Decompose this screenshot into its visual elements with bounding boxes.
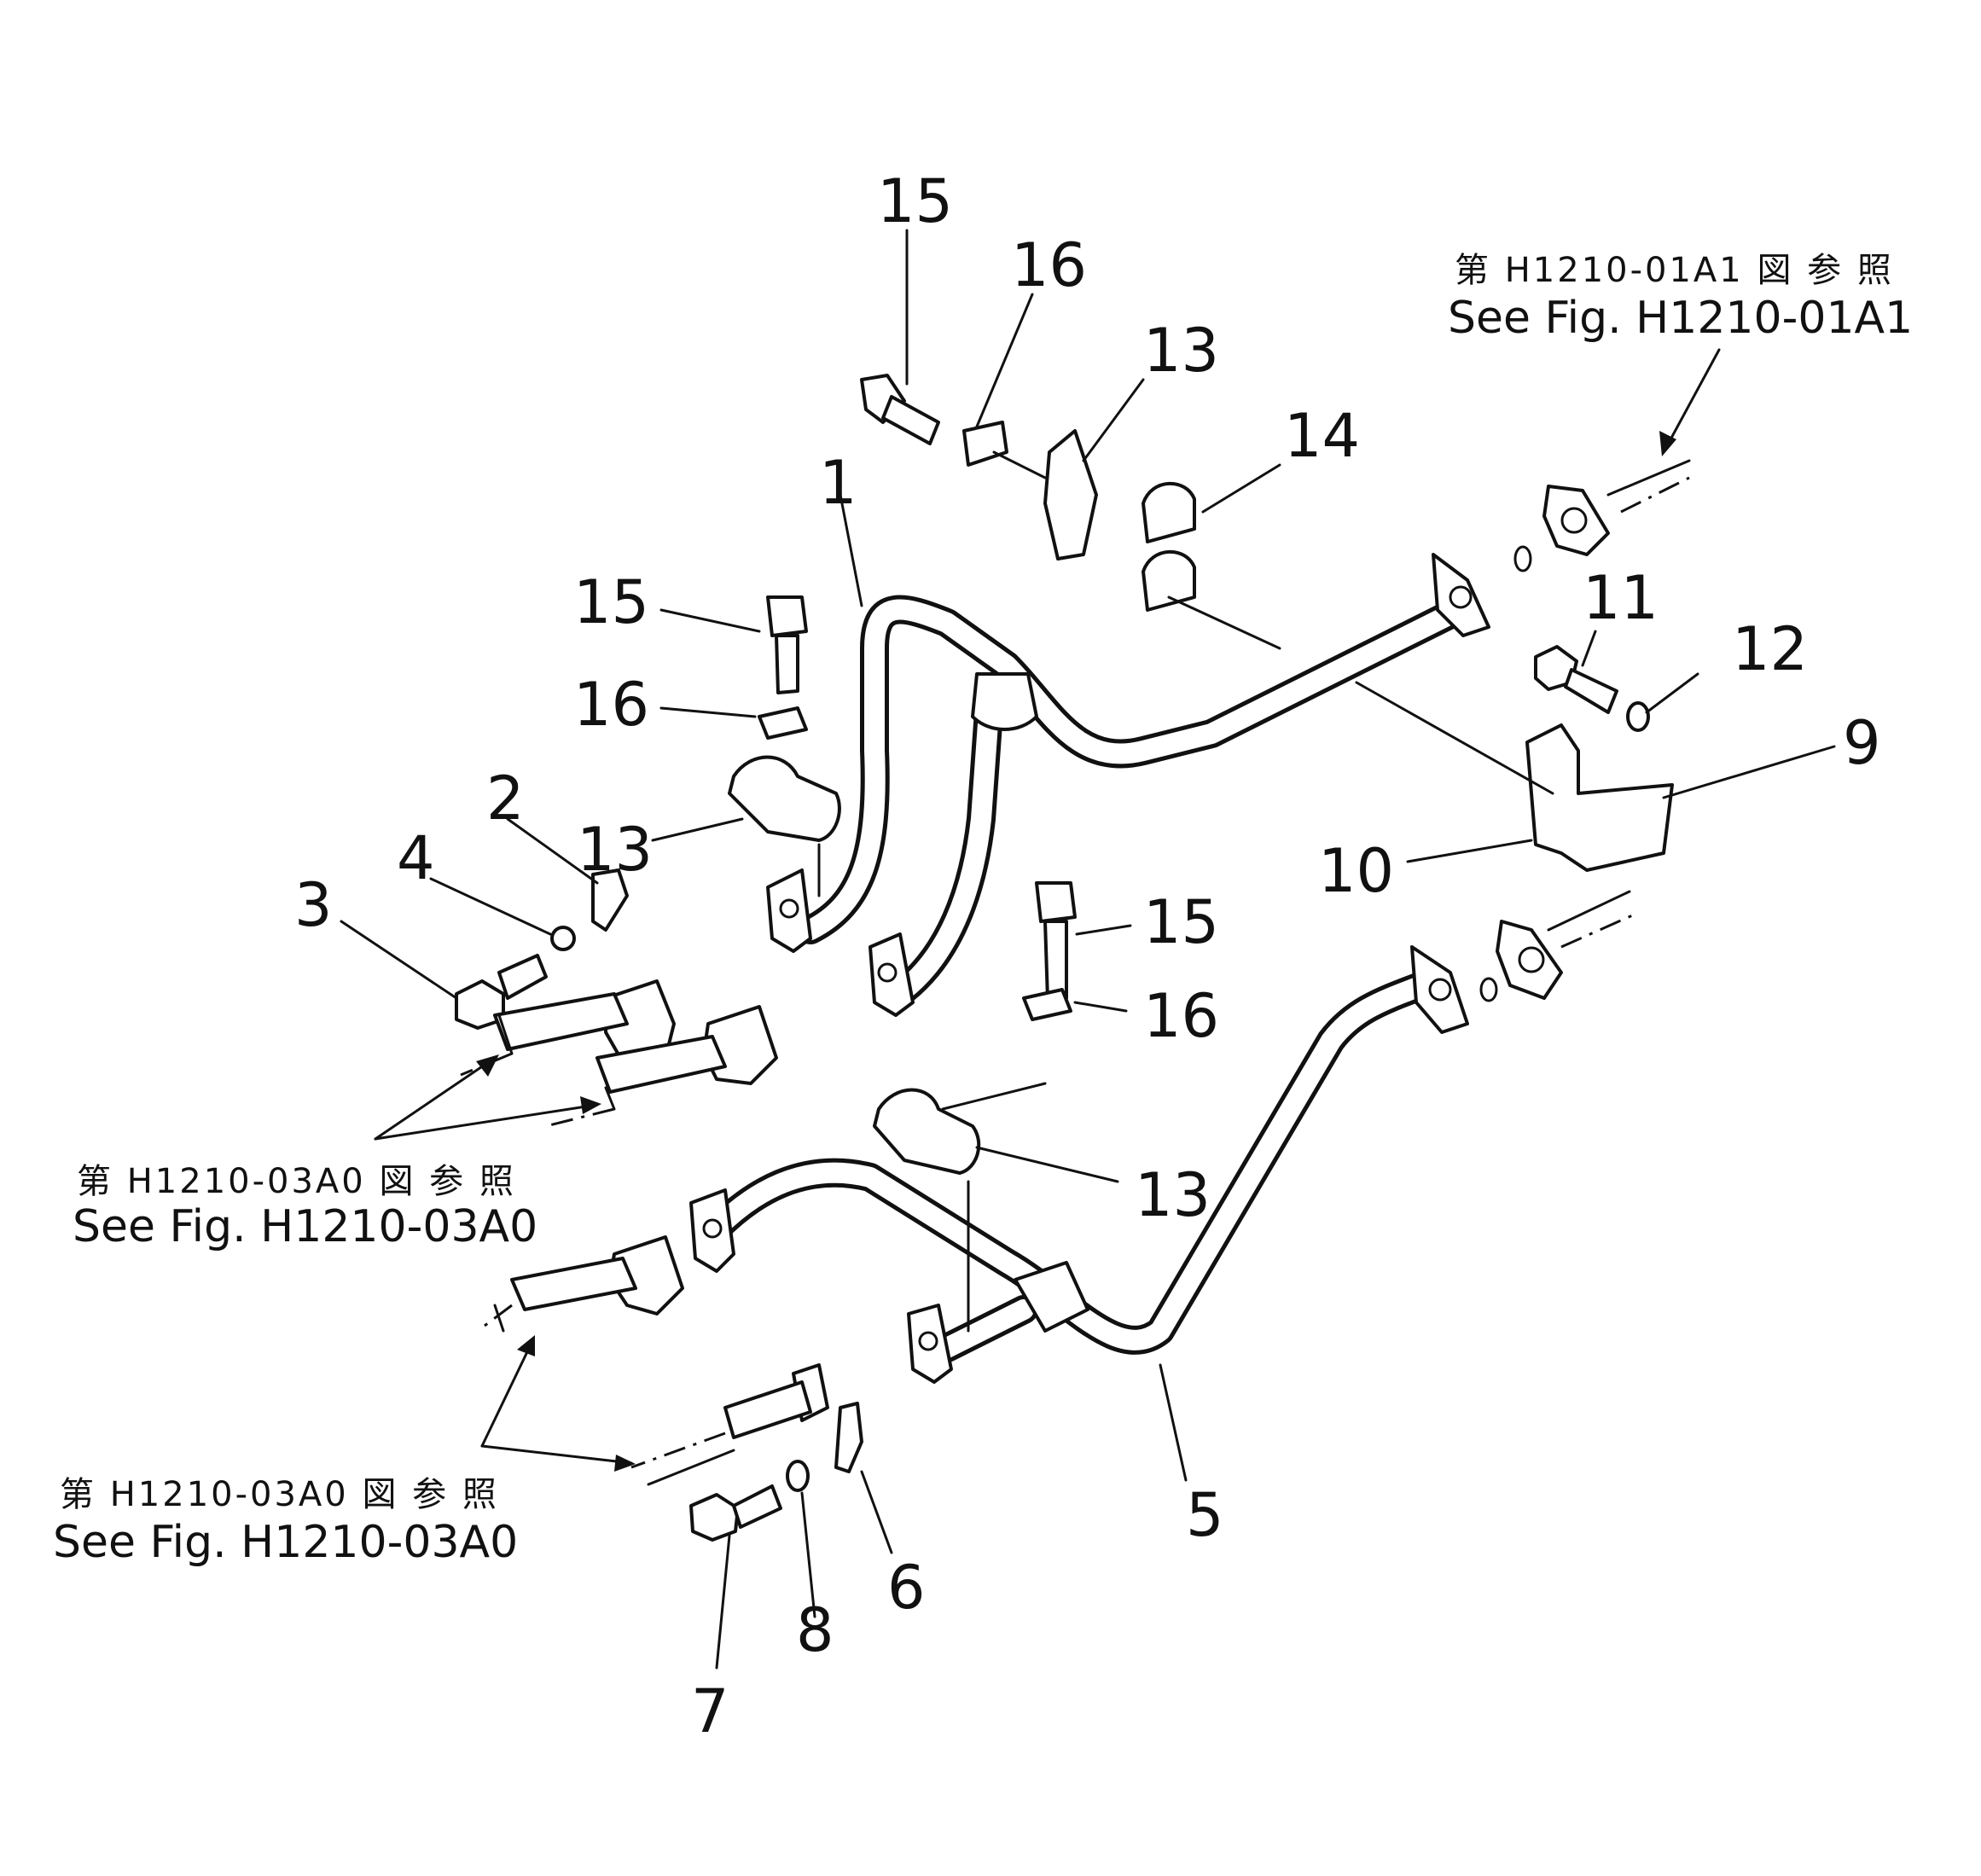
label-6: 6: [887, 1553, 926, 1623]
hardware: [455, 374, 1674, 1542]
label-7: 7: [691, 1676, 729, 1746]
label-16-low: 16: [1143, 981, 1219, 1051]
hoses: [460, 459, 1691, 1486]
label-8: 8: [796, 1595, 834, 1665]
label-15-top: 15: [877, 166, 953, 236]
label-2: 2: [486, 764, 525, 833]
reference-notes: 第 H1210-01A1 図 参 照 See Fig. H1210-01A1 第…: [53, 251, 1913, 1568]
label-13-low: 13: [1135, 1160, 1211, 1230]
ref-bottom-left-jp: 第 H1210-03A0 図 参 照: [60, 1475, 499, 1514]
label-16-mid: 16: [573, 670, 649, 740]
tube-5: [689, 945, 1469, 1384]
label-13-mid: 13: [577, 815, 653, 885]
label-11: 11: [1583, 563, 1659, 633]
ref-mid-left-en: See Fig. H1210-03A0: [73, 1201, 537, 1252]
part-labels: 15 16 13 14 1 15 16 13 2 4 3 11 12 9 10 …: [294, 166, 1881, 1746]
label-14: 14: [1284, 401, 1360, 471]
label-10: 10: [1318, 836, 1394, 906]
leader-lines: [340, 229, 1836, 1670]
label-3: 3: [294, 870, 333, 940]
label-15-mid: 15: [573, 567, 649, 637]
ref-top-right-en: See Fig. H1210-01A1: [1448, 293, 1913, 344]
label-12: 12: [1732, 614, 1808, 684]
ref-bottom-left-en: See Fig. H1210-03A0: [53, 1517, 518, 1568]
label-4: 4: [397, 823, 435, 893]
label-13-top: 13: [1143, 316, 1219, 386]
ref-top-right-jp: 第 H1210-01A1 図 参 照: [1455, 251, 1894, 290]
label-15-low: 15: [1143, 887, 1219, 957]
ref-mid-left-jp: 第 H1210-03A0 図 参 照: [77, 1162, 516, 1201]
label-16-top: 16: [1011, 230, 1087, 300]
label-5: 5: [1186, 1480, 1224, 1550]
label-1: 1: [819, 448, 857, 518]
label-9: 9: [1843, 708, 1881, 778]
tube-1: [766, 553, 1490, 1017]
